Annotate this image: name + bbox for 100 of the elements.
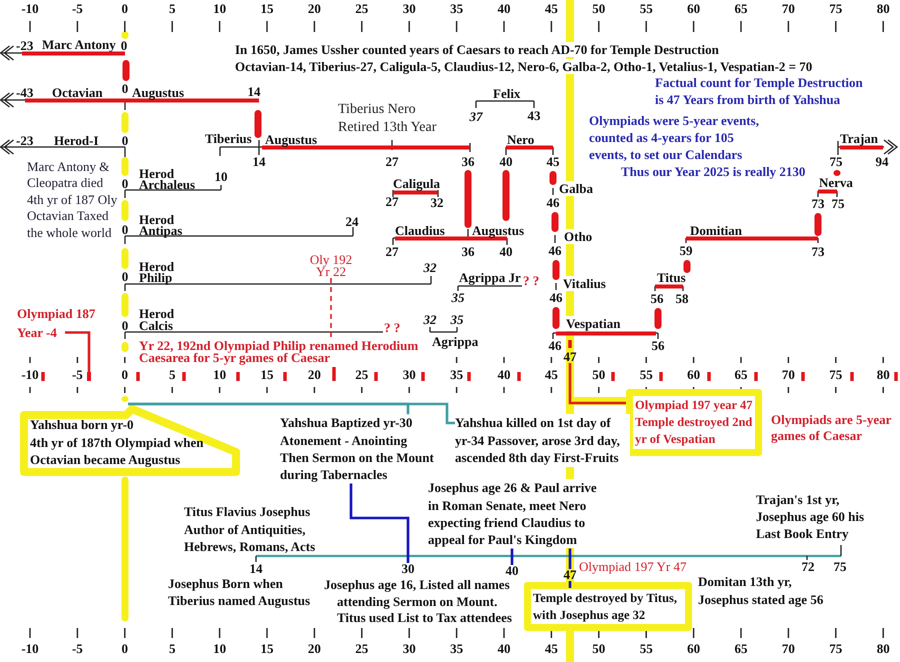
year-label: 32 bbox=[424, 314, 436, 326]
axis-label: 20 bbox=[308, 3, 321, 15]
axis-label: 50 bbox=[592, 369, 606, 381]
note-text: Domitan 13th yr, Josephus stated age 56 bbox=[698, 573, 824, 608]
uncertain-mark: ? ? bbox=[523, 272, 540, 288]
ruler-name: Vitalius bbox=[563, 276, 606, 290]
axis-label: 55 bbox=[640, 3, 653, 15]
note-text: Yahshua killed on 1st day of yr-34 Passover, arose 3rd day, ascended 8th day First-Fruits bbox=[455, 414, 630, 467]
year-label: 0 bbox=[122, 83, 128, 95]
note-text: Titus Flavius Josephus Author of Antiquities, Hebrews, Romans, Acts bbox=[184, 503, 316, 556]
callout-text: Temple destroyed by Titus, with Josephus age 32 bbox=[533, 590, 678, 623]
year-label: 27 bbox=[386, 156, 398, 168]
axis-label: 30 bbox=[402, 3, 416, 15]
year-label: 40 bbox=[506, 565, 518, 577]
callout-box bbox=[626, 389, 762, 456]
axis-label: 10 bbox=[213, 3, 226, 15]
ruler-name: Nerva bbox=[819, 174, 853, 190]
note-text: Josephus age 16, Listed all names attending Sermon on Mount. Titus used List to Tax attendees bbox=[324, 577, 513, 626]
ruler-name: Herod Calcis bbox=[139, 308, 176, 332]
year-label: 75 bbox=[832, 198, 844, 210]
ruler-name: Otho bbox=[564, 228, 592, 244]
year-label: 37 bbox=[470, 111, 482, 123]
year-label: 75 bbox=[830, 156, 842, 168]
axis-label: 50 bbox=[592, 643, 606, 655]
ruler-name: Herod Philip bbox=[139, 261, 176, 283]
ruler-name: Caligula bbox=[393, 176, 440, 190]
leader-line bbox=[510, 548, 514, 565]
year-label: 0 bbox=[122, 320, 128, 332]
ruler-name: Domitian bbox=[690, 222, 742, 238]
year-label: 40 bbox=[500, 246, 512, 258]
year-label: 73 bbox=[812, 198, 824, 210]
year-label: 0 bbox=[122, 135, 128, 147]
axis-label: 80 bbox=[876, 3, 890, 15]
axis-label: 65 bbox=[734, 369, 748, 381]
axis-label: 80 bbox=[876, 643, 890, 655]
axis-label: 10 bbox=[213, 369, 226, 381]
ruler-name: Trajan bbox=[840, 130, 878, 146]
axis-label: 60 bbox=[687, 643, 700, 655]
year-label: 43 bbox=[528, 110, 540, 122]
ruler-name: Claudius bbox=[395, 222, 445, 238]
axis-label: 30 bbox=[402, 369, 416, 381]
note-text: Octavian-14, Tiberius-27, Caligula-5, Claudius-12, Nero-6, Galba-2, Otho-1, Vetalius-1, Vespatian-2 = 70 bbox=[235, 58, 812, 74]
axis-label: 35 bbox=[450, 643, 464, 655]
axis-label: 15 bbox=[260, 643, 274, 655]
uncertain-mark: ? ? bbox=[384, 320, 400, 334]
year-label: 56 bbox=[650, 293, 664, 305]
year-label: -43 bbox=[16, 84, 34, 100]
axis-label: 80 bbox=[876, 369, 890, 381]
axis-label: 35 bbox=[450, 3, 464, 15]
axis-label: 25 bbox=[355, 369, 368, 381]
year-label: 75 bbox=[834, 561, 846, 573]
axis-label: 25 bbox=[355, 3, 368, 15]
axis-label: 60 bbox=[687, 3, 700, 15]
leader-line bbox=[568, 581, 572, 588]
axis-label: 40 bbox=[498, 369, 510, 381]
axis-label: 70 bbox=[782, 369, 795, 381]
axis-label: 40 bbox=[498, 3, 510, 15]
axis-label: 0 bbox=[122, 369, 128, 381]
axis-label: 65 bbox=[734, 3, 748, 15]
axis-label: 0 bbox=[122, 3, 128, 15]
year-label: 14 bbox=[250, 563, 262, 575]
axis-label: 40 bbox=[498, 643, 510, 655]
year-label: 14 bbox=[252, 156, 266, 168]
axis-label: 50 bbox=[592, 3, 606, 15]
axis-label: -5 bbox=[72, 643, 83, 655]
year-label: 27 bbox=[386, 246, 398, 258]
ruler-name: Augustus bbox=[132, 84, 184, 100]
axis-label: 5 bbox=[168, 3, 176, 15]
note-text: Thus our Year 2025 is really 2130 bbox=[621, 164, 806, 178]
callout-text: Yahshua born yr-0 bbox=[30, 416, 135, 434]
axis-label: -10 bbox=[21, 643, 39, 655]
callout-text: 4th yr of 187th Olympiad when Octavian became Augustus bbox=[30, 434, 204, 468]
note-text: Josephus Born when Tiberius named Augustus bbox=[168, 575, 312, 609]
axis-label: 45 bbox=[544, 3, 558, 15]
ruler-name: Agrippa Jr bbox=[459, 270, 521, 284]
axis-label: -10 bbox=[21, 3, 39, 15]
axis-label: 20 bbox=[308, 369, 321, 381]
callout-text: Olympiad 197 year 47 Temple destroyed 2nd yr of Vespatian bbox=[635, 397, 753, 448]
axis-label: -10 bbox=[21, 369, 39, 381]
year-label: 56 bbox=[652, 340, 664, 352]
ruler-name: Herod Archaleus bbox=[139, 168, 196, 190]
year-label: 14 bbox=[248, 86, 260, 98]
axis-label: 15 bbox=[260, 3, 274, 15]
axis-label: 20 bbox=[308, 643, 321, 655]
axis-label: 5 bbox=[168, 643, 176, 655]
axis-label: 75 bbox=[829, 3, 842, 15]
axis-label: 60 bbox=[687, 369, 700, 381]
axis-label: 30 bbox=[402, 643, 416, 655]
axis-label: -5 bbox=[72, 3, 83, 15]
year-label: 46 bbox=[548, 245, 562, 257]
axis-label: 5 bbox=[168, 369, 176, 381]
ruler-name: Agrippa bbox=[432, 334, 478, 348]
leader-line bbox=[65, 331, 90, 372]
year-label: 32 bbox=[424, 262, 436, 274]
axis-label: 25 bbox=[355, 643, 368, 655]
year-label: 46 bbox=[550, 292, 562, 304]
axis-label: 70 bbox=[782, 3, 795, 15]
note-text: Olympiads were 5-year events, counted as 4-years for 105 events, to set our Calendars bbox=[589, 112, 760, 162]
axis-label: 55 bbox=[640, 369, 653, 381]
axis-label: 35 bbox=[450, 369, 464, 381]
